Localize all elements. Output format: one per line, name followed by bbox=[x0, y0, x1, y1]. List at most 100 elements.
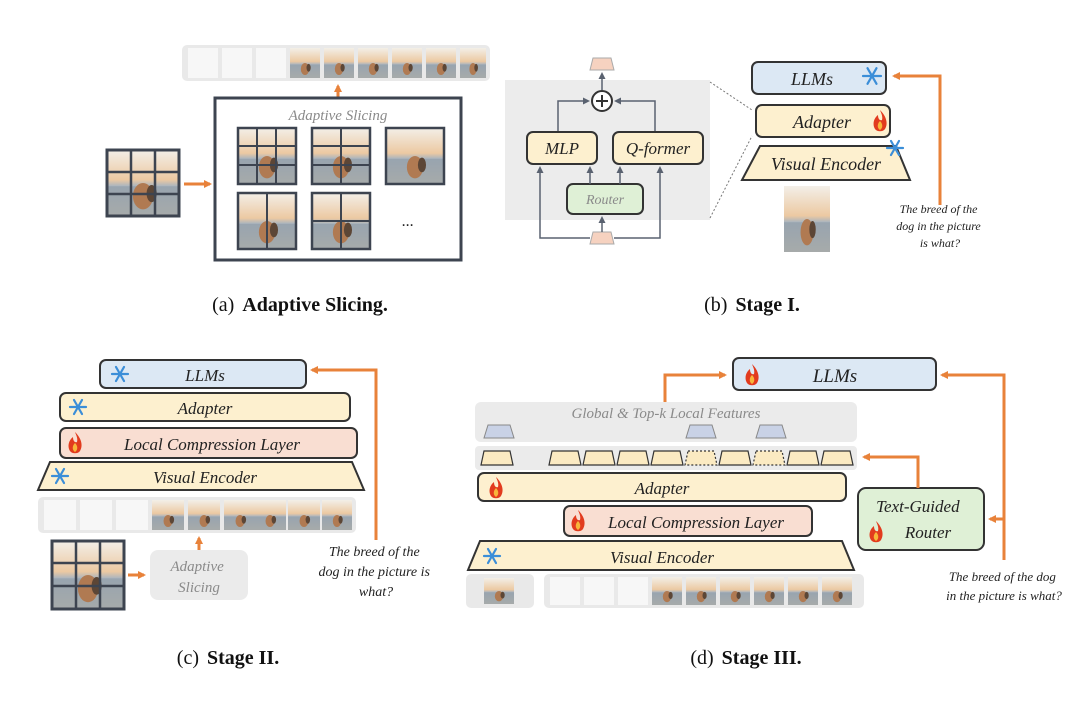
snowflake-icon bbox=[885, 139, 905, 157]
adaptive-slicing-label-c: Adaptive Slicing bbox=[169, 559, 227, 596]
llms-block-d bbox=[732, 357, 937, 391]
caption-c: (c) Stage II. bbox=[177, 647, 279, 669]
caption-b-label: (b) bbox=[704, 294, 727, 316]
panel-a: Adaptive Slicing bbox=[105, 45, 490, 316]
caption-c-label: (c) bbox=[177, 647, 199, 669]
stage1-input-image bbox=[784, 186, 830, 252]
question-b-line-1: The breed of the bbox=[900, 202, 979, 216]
qformer-block bbox=[612, 131, 704, 165]
question-c-line-1: The breed of the bbox=[329, 545, 420, 560]
question-text-d: The breed of the dog in the picture is w… bbox=[946, 569, 1062, 603]
slice-token-strip-d bbox=[544, 574, 864, 608]
question-d-line-2: in the picture is what? bbox=[946, 588, 1062, 603]
adaptive-slicing-c-line-2: Slicing bbox=[178, 580, 220, 596]
slice-token-strip-c bbox=[38, 497, 356, 533]
router-d-line-1: Text-Guided bbox=[876, 497, 960, 516]
topk-feature-token-1 bbox=[685, 424, 717, 439]
global-feature-token bbox=[483, 424, 515, 439]
snowflake-icon bbox=[50, 467, 70, 485]
features-label: Global & Top-k Local Features bbox=[572, 406, 761, 422]
flame-icon bbox=[745, 364, 759, 386]
llms-label-d: LLMs bbox=[812, 366, 857, 387]
flame-icon bbox=[489, 477, 503, 499]
router-d-line-2: Router bbox=[904, 523, 952, 542]
local-compression-label-d: Local Compression Layer bbox=[607, 513, 784, 532]
adaptive-slicing-c-line-1: Adaptive bbox=[169, 559, 224, 575]
flame-icon bbox=[873, 110, 887, 132]
input-image-grid bbox=[105, 148, 181, 218]
slice-token-strip bbox=[182, 45, 490, 81]
local-compression-block-c bbox=[59, 427, 358, 459]
adapter-label-b: Adapter bbox=[792, 112, 852, 132]
local-compression-block-d bbox=[563, 505, 813, 537]
caption-a-label: (a) bbox=[212, 294, 234, 316]
adapter-block-c bbox=[59, 392, 351, 422]
adapter-label-d: Adapter bbox=[634, 479, 690, 498]
adapter-block-b bbox=[755, 104, 891, 138]
router-block bbox=[566, 183, 644, 215]
llms-block-b bbox=[751, 61, 887, 95]
caption-b: (b) Stage I. bbox=[704, 294, 800, 316]
flame-icon bbox=[68, 432, 82, 454]
snowflake-icon bbox=[110, 365, 130, 383]
mlp-label: MLP bbox=[544, 139, 579, 158]
slice-option-4 bbox=[236, 191, 298, 251]
question-to-llm-arrow-b bbox=[892, 72, 942, 205]
input-image-grid-c bbox=[50, 539, 126, 611]
question-b-line-2: dog in the picture bbox=[896, 219, 981, 233]
token-to-mlp-arrow bbox=[536, 166, 590, 239]
slice-option-2 bbox=[310, 126, 372, 186]
router-label: Router bbox=[585, 193, 625, 208]
caption-d-label: (d) bbox=[690, 647, 713, 669]
slice-ellipsis: ... bbox=[402, 213, 414, 230]
llms-block-c bbox=[99, 359, 307, 389]
text-guided-router-block bbox=[857, 487, 985, 551]
zoom-line-bottom bbox=[709, 135, 753, 219]
visual-encoder-label-d: Visual Encoder bbox=[610, 548, 714, 567]
question-d-line-1: The breed of the dog bbox=[949, 569, 1057, 584]
question-b-line-3: is what? bbox=[920, 236, 960, 250]
adapter-output-tokens bbox=[480, 450, 854, 466]
adapter-label-c: Adapter bbox=[177, 399, 233, 418]
caption-a-title: Adaptive Slicing. bbox=[242, 294, 388, 316]
question-text-b: The breed of the dog in the picture is w… bbox=[896, 202, 984, 250]
slice-option-3 bbox=[384, 126, 446, 186]
snowflake-icon bbox=[861, 67, 883, 85]
mlp-to-plus-arrow bbox=[557, 97, 590, 132]
question-c-line-2: dog in the picture is bbox=[319, 565, 431, 580]
caption-c-title: Stage II. bbox=[207, 647, 279, 669]
qformer-to-plus-arrow bbox=[614, 97, 656, 132]
text-guided-router-label: Text-Guided Router bbox=[876, 497, 964, 542]
input-token bbox=[589, 231, 615, 245]
question-text-c: The breed of the dog in the picture is w… bbox=[319, 545, 434, 600]
visual-encoder-block-c bbox=[36, 461, 366, 491]
flame-icon bbox=[571, 510, 585, 532]
slice-option-1 bbox=[236, 126, 298, 186]
visual-encoder-label-c: Visual Encoder bbox=[153, 468, 257, 487]
global-image-thumb bbox=[484, 578, 514, 604]
token-to-qformer-arrow bbox=[614, 166, 664, 239]
plus-circle-icon bbox=[591, 90, 613, 112]
mlp-block bbox=[526, 131, 598, 165]
topk-feature-token-2 bbox=[755, 424, 787, 439]
caption-b-title: Stage I. bbox=[735, 294, 799, 316]
panel-d: LLMs Global & Top-k Local Features Adapt… bbox=[466, 357, 1062, 669]
question-to-llm-arrow-d bbox=[940, 371, 1006, 560]
panel-c: LLMs Adapter Local Compression Layer Vis… bbox=[36, 359, 434, 669]
snowflake-icon bbox=[68, 398, 88, 416]
router-to-tokens-arrow bbox=[862, 453, 920, 488]
features-to-llm-arrow bbox=[663, 371, 727, 402]
visual-encoder-block-d bbox=[466, 540, 856, 571]
adapter-block-d bbox=[477, 472, 847, 502]
llms-label-b: LLMs bbox=[790, 69, 833, 89]
visual-encoder-label-b: Visual Encoder bbox=[771, 154, 882, 174]
local-compression-label-c: Local Compression Layer bbox=[123, 435, 300, 454]
adaptive-slicing-box-c bbox=[150, 550, 248, 600]
question-to-llm-arrow-c bbox=[310, 366, 378, 540]
caption-d-title: Stage III. bbox=[722, 647, 802, 669]
caption-a: (a) Adaptive Slicing. bbox=[212, 294, 388, 316]
panel-b: MLP Q-former Router LLMs Adapter Visual … bbox=[505, 57, 984, 316]
zoom-line-top bbox=[709, 81, 753, 111]
qformer-label: Q-former bbox=[626, 139, 691, 158]
